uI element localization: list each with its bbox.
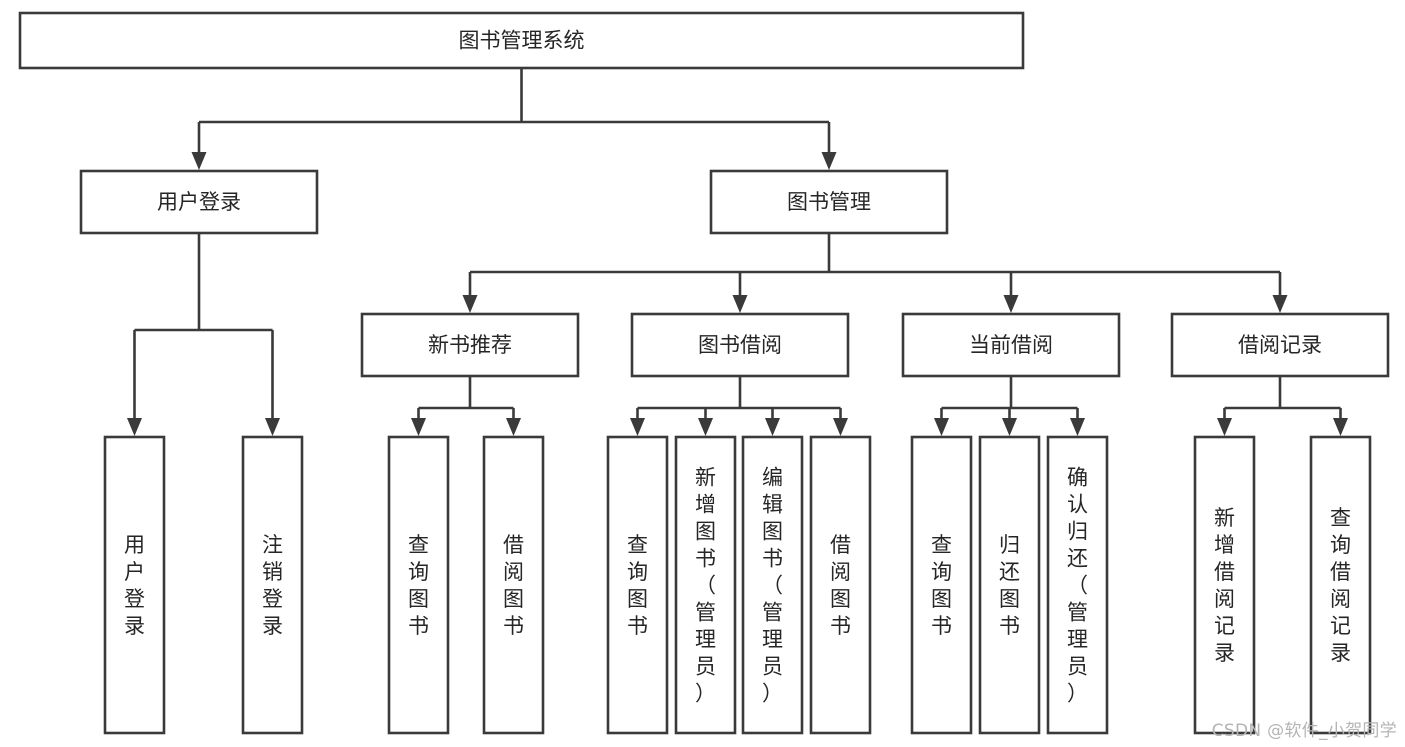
arrow-head-icon bbox=[698, 418, 713, 436]
node-leaf-confirm-return: 确认归还（管理员） bbox=[1046, 435, 1109, 735]
arrow-head-icon bbox=[127, 418, 142, 436]
node-book-management: 图书管理 bbox=[709, 169, 949, 235]
node-leaf-query-book-borrow: 查询图书 bbox=[606, 435, 669, 735]
node-root: 图书管理系统 bbox=[18, 11, 1025, 70]
arrow-head-icon bbox=[732, 295, 748, 313]
node-leaf-query-book-current: 查询图书 bbox=[910, 435, 973, 735]
node-leaf-user-login: 用户登录 bbox=[103, 435, 166, 735]
node-leaf-add-record: 新增借阅记录 bbox=[1193, 435, 1256, 735]
node-leaf-edit-book: 编辑图书（管理员） bbox=[741, 435, 804, 735]
node-current-borrow: 当前借阅 bbox=[901, 312, 1121, 378]
node-label-leaf-borrow-book: 借阅图书 bbox=[830, 533, 851, 638]
node-label-leaf-edit-book: 编辑图书（管理员） bbox=[762, 466, 783, 706]
node-book-borrow: 图书借阅 bbox=[630, 312, 850, 378]
node-label-new-book-recommend: 新书推荐 bbox=[428, 333, 512, 357]
arrow-head-icon bbox=[630, 418, 645, 436]
node-label-book-management: 图书管理 bbox=[787, 190, 871, 214]
arrow-head-icon bbox=[1272, 295, 1288, 313]
node-leaf-query-record: 查询借阅记录 bbox=[1309, 435, 1372, 735]
node-label-borrow-record: 借阅记录 bbox=[1238, 333, 1322, 357]
node-boxes: 图书管理系统用户登录图书管理新书推荐图书借阅当前借阅借阅记录用户登录注销登录查询… bbox=[18, 11, 1390, 735]
arrow-head-icon bbox=[1002, 418, 1017, 436]
arrow-head-icon bbox=[765, 418, 780, 436]
arrow-head-icon bbox=[934, 418, 949, 436]
node-label-leaf-add-book: 新增图书（管理员） bbox=[695, 466, 716, 706]
node-label-book-borrow: 图书借阅 bbox=[698, 333, 782, 357]
arrow-head-icon bbox=[1217, 418, 1232, 436]
node-user-login: 用户登录 bbox=[79, 169, 319, 235]
node-leaf-user-logout: 注销登录 bbox=[241, 435, 304, 735]
node-label-leaf-query-record: 查询借阅记录 bbox=[1330, 506, 1351, 665]
node-leaf-add-book: 新增图书（管理员） bbox=[674, 435, 737, 735]
node-label-user-login: 用户登录 bbox=[157, 190, 241, 214]
node-label-leaf-query-book-current: 查询图书 bbox=[931, 533, 952, 638]
arrow-head-icon bbox=[1333, 418, 1348, 436]
node-leaf-return-book: 归还图书 bbox=[978, 435, 1041, 735]
arrow-head-icon bbox=[833, 418, 848, 436]
node-label-leaf-return-book: 归还图书 bbox=[999, 533, 1020, 638]
arrow-head-icon bbox=[1003, 295, 1019, 313]
node-leaf-query-book-rec: 查询图书 bbox=[387, 435, 450, 735]
arrow-head-icon bbox=[265, 418, 280, 436]
arrow-head-icon bbox=[821, 152, 837, 170]
node-new-book-recommend: 新书推荐 bbox=[360, 312, 580, 378]
arrow-head-icon bbox=[411, 418, 426, 436]
node-label-root: 图书管理系统 bbox=[459, 29, 585, 53]
arrow-head-icon bbox=[1070, 418, 1085, 436]
node-label-leaf-user-login: 用户登录 bbox=[124, 533, 145, 638]
connector-lines bbox=[127, 68, 1348, 436]
node-label-leaf-add-record: 新增借阅记录 bbox=[1214, 506, 1235, 665]
node-label-leaf-query-book-borrow: 查询图书 bbox=[627, 533, 648, 638]
node-label-leaf-query-book-rec: 查询图书 bbox=[408, 533, 429, 638]
node-leaf-borrow-book: 借阅图书 bbox=[809, 435, 872, 735]
arrow-head-icon bbox=[191, 152, 207, 170]
arrow-head-icon bbox=[462, 295, 478, 313]
node-label-leaf-user-logout: 注销登录 bbox=[262, 533, 283, 638]
node-leaf-borrow-book-rec: 借阅图书 bbox=[482, 435, 545, 735]
node-label-leaf-confirm-return: 确认归还（管理员） bbox=[1067, 466, 1088, 706]
arrow-head-icon bbox=[506, 418, 521, 436]
node-borrow-record: 借阅记录 bbox=[1170, 312, 1390, 378]
csdn-watermark: CSDN @软件_小贺同学 bbox=[1211, 721, 1397, 741]
node-label-current-borrow: 当前借阅 bbox=[969, 333, 1053, 357]
node-label-leaf-borrow-book-rec: 借阅图书 bbox=[503, 533, 524, 638]
